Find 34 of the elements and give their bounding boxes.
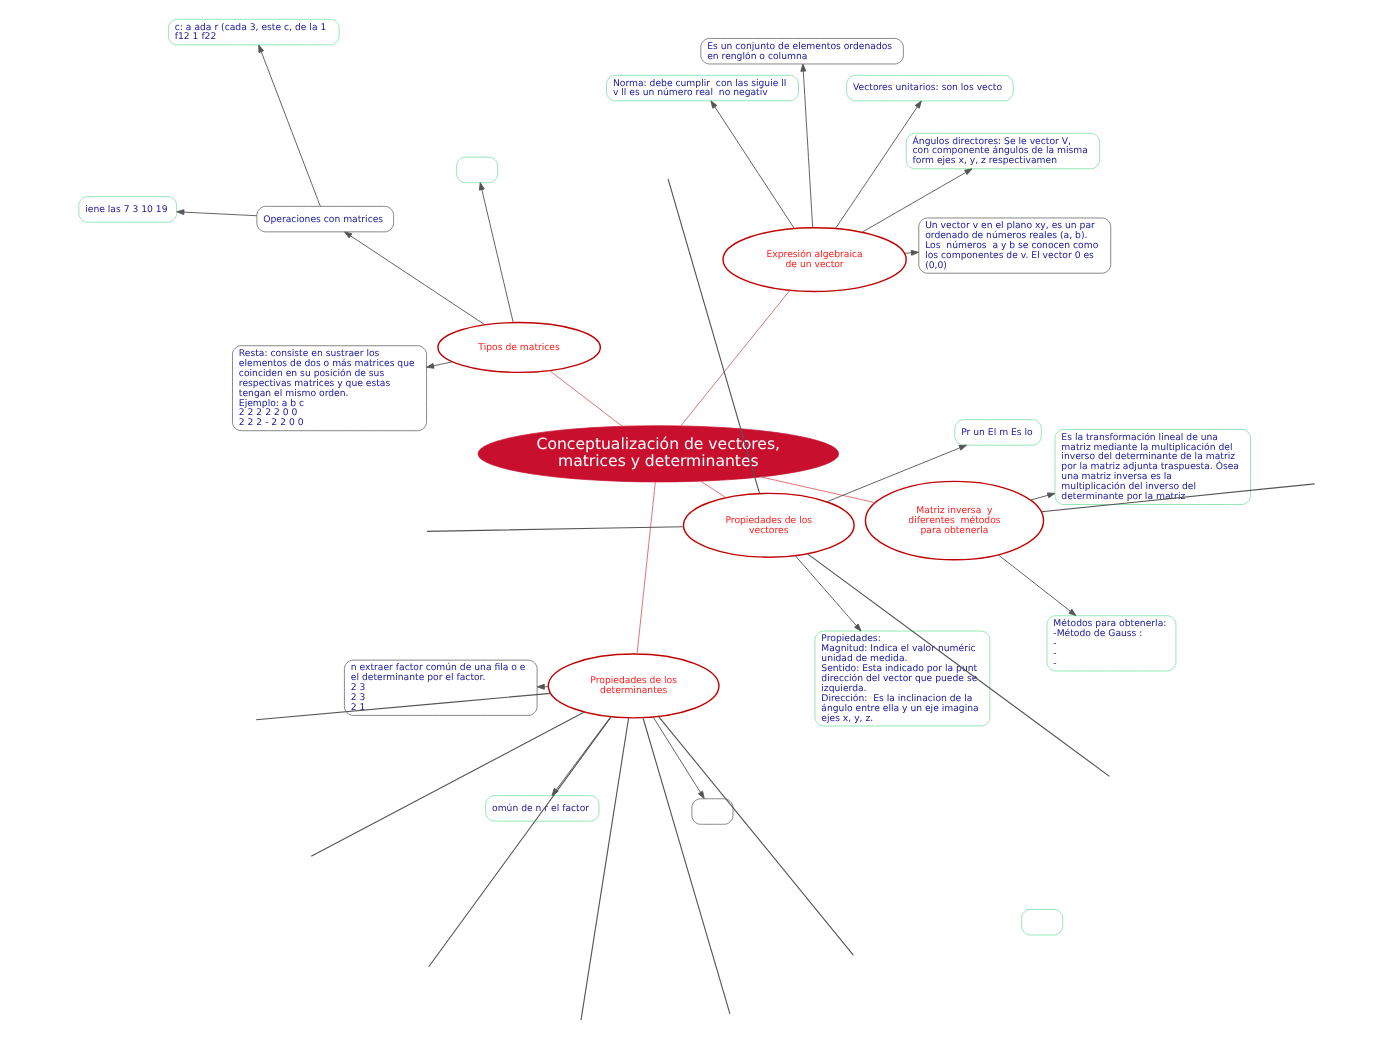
arrow	[1029, 492, 1055, 501]
connector	[309, 711, 584, 857]
arrow	[651, 716, 704, 799]
connector	[699, 480, 726, 499]
connector	[1039, 483, 1315, 513]
arrow	[425, 361, 452, 369]
arrow	[343, 231, 485, 326]
connector	[679, 290, 790, 427]
connector	[641, 717, 730, 1015]
arrow	[257, 44, 320, 207]
arrow	[799, 63, 813, 228]
connector	[635, 481, 655, 655]
arrow	[903, 249, 918, 256]
connector	[427, 716, 611, 968]
arrow	[996, 554, 1076, 616]
arrow	[834, 100, 921, 229]
node-box	[1020, 909, 1063, 936]
connector	[806, 553, 1109, 777]
connector	[657, 716, 853, 956]
arrow	[175, 209, 257, 217]
connector	[548, 370, 622, 427]
node-box	[690, 798, 733, 825]
arrow	[550, 716, 611, 796]
arrow	[825, 444, 966, 503]
node-box	[455, 156, 498, 183]
connector	[579, 717, 629, 1021]
connector	[666, 178, 760, 494]
arrow	[794, 555, 861, 632]
arrow	[709, 100, 794, 229]
connector	[759, 476, 875, 504]
arrow	[477, 182, 513, 323]
connector	[254, 692, 551, 721]
arrow	[860, 168, 972, 233]
connector	[425, 526, 684, 532]
